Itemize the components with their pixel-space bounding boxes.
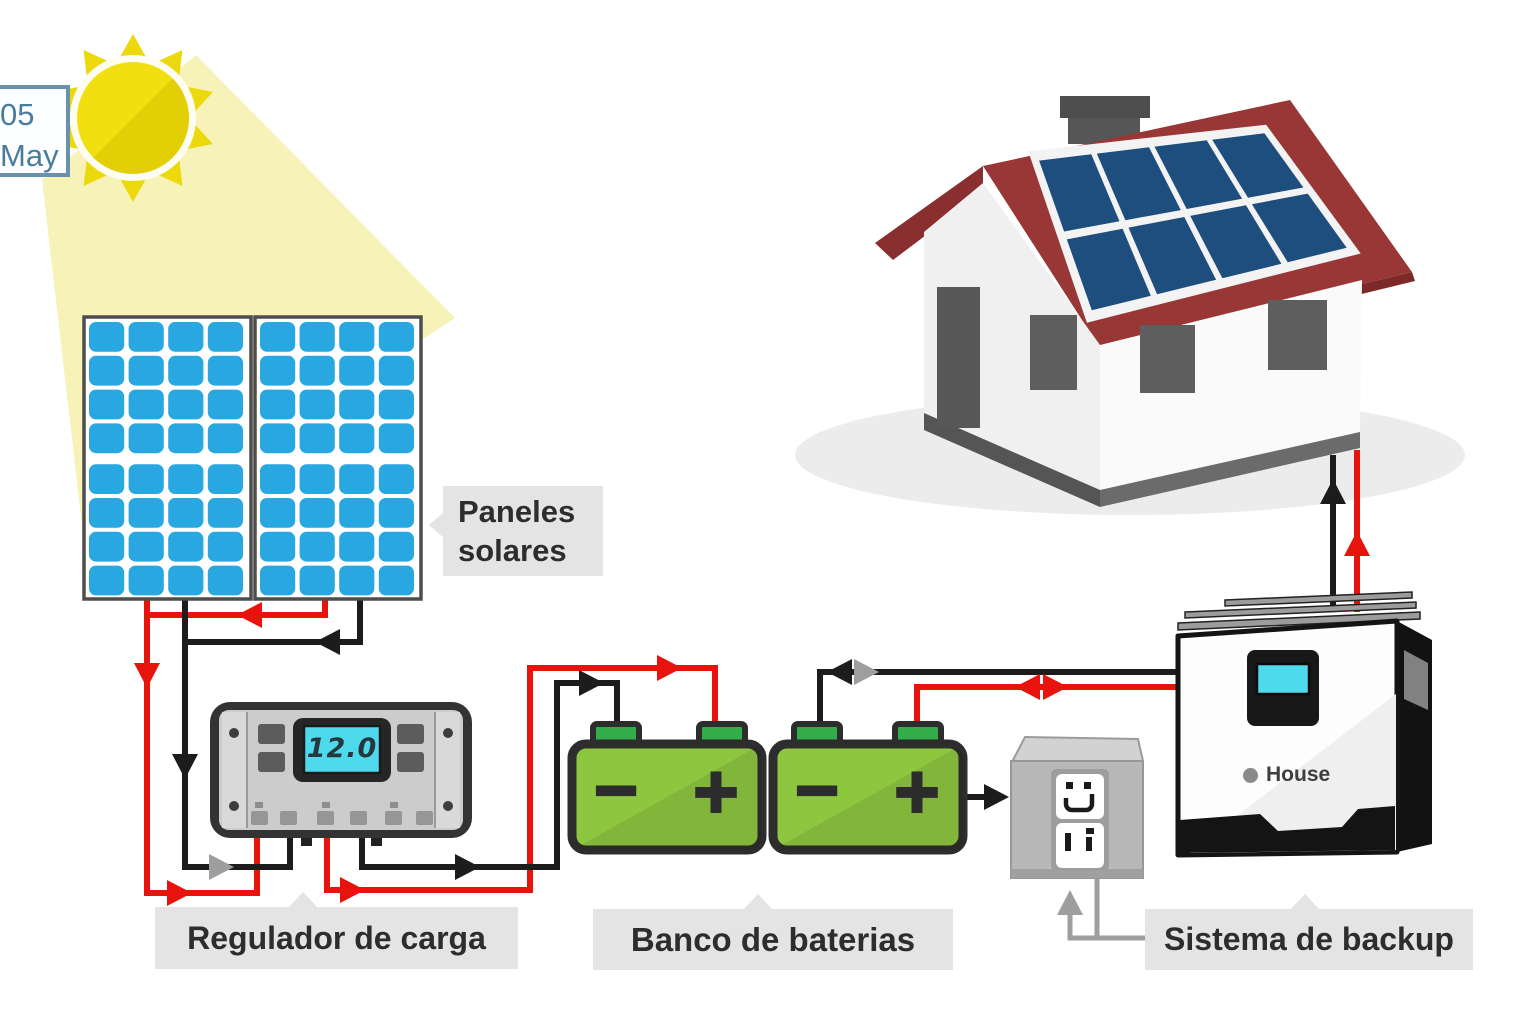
callout-battery-bank: Banco de baterias — [593, 894, 953, 970]
arrowhead-icon — [1043, 674, 1068, 700]
battery-body — [567, 739, 767, 855]
arrowhead-icon — [167, 880, 192, 906]
window-icon — [1030, 315, 1077, 390]
battery-plus-icon: + — [890, 754, 944, 828]
arrowhead-icon — [1015, 674, 1040, 700]
date-day: 05 — [0, 97, 35, 132]
callout-pointer — [288, 892, 318, 908]
house-illustration — [795, 96, 1465, 515]
inverter-device-label: House — [1243, 763, 1330, 787]
battery-plus-icon: + — [689, 754, 743, 828]
screw-icon — [443, 728, 453, 738]
inverter-side — [1397, 621, 1432, 852]
lcd-screen — [302, 724, 382, 775]
door-icon — [937, 287, 980, 428]
flow-arrows — [134, 479, 1370, 915]
pv1-negative-wire — [182, 600, 293, 870]
arrowhead-icon — [209, 854, 234, 880]
socket — [1056, 823, 1104, 868]
arrowhead-icon — [1057, 890, 1083, 915]
callout-charge-regulator: Regulador de carga — [155, 892, 518, 969]
pv1-positive-wire — [144, 600, 260, 896]
arrowhead-icon — [827, 659, 852, 685]
arrowhead-icon — [455, 854, 480, 880]
power-outlet — [1010, 735, 1145, 879]
solar-panel-array — [82, 315, 423, 601]
roof-gable-band — [875, 166, 983, 260]
callout-text: Regulador de carga — [187, 919, 486, 956]
regulator-button — [397, 724, 424, 744]
window-icon — [1140, 325, 1195, 393]
callout-text: Sistema de backup — [1164, 921, 1454, 957]
callout-solar-panels: Paneles solares — [429, 486, 603, 576]
battery-inverter-negative-wire — [817, 669, 1178, 740]
foundation-left — [924, 413, 1100, 507]
battery-1 — [567, 721, 767, 855]
arrowhead-icon — [172, 754, 198, 779]
callout-pointer — [743, 894, 773, 910]
arrowhead-icon — [315, 629, 340, 655]
regulator-button — [258, 752, 285, 772]
roof-solar-panels — [1028, 124, 1361, 323]
charge-regulator-device — [210, 702, 472, 846]
pv2-negative-wire — [188, 600, 363, 645]
callout-pointer — [1290, 894, 1320, 910]
arrowhead-icon — [657, 655, 682, 681]
arrowhead-icon — [579, 670, 604, 696]
arrowhead-icon — [1344, 531, 1370, 556]
arrowhead-icon — [340, 877, 365, 903]
date-month: May — [0, 137, 59, 173]
callout-pointer — [429, 512, 444, 538]
battery-minus-icon: − — [590, 753, 643, 825]
battery-body — [768, 739, 968, 855]
inverter-display-screen — [1255, 662, 1311, 696]
inverter-label-text: House — [1266, 763, 1331, 786]
foundation-right — [1100, 432, 1360, 507]
inverter-device — [1175, 591, 1432, 858]
outlet-ground-wire — [1094, 877, 1147, 941]
power-indicator-icon — [1243, 767, 1258, 783]
solar-panel-cells — [260, 322, 414, 596]
regulator-button — [258, 724, 285, 744]
pv2-positive-wire — [150, 600, 328, 618]
outlet-top-face — [1010, 735, 1145, 764]
regulator-lcd-value: 12.0 — [306, 733, 378, 764]
screw-icon — [229, 801, 239, 811]
window-icon — [1268, 300, 1327, 370]
arrowhead-icon — [134, 663, 160, 688]
battery-minus-icon: − — [791, 753, 844, 825]
battery-2 — [768, 721, 968, 855]
callout-backup-system: Sistema de backup — [1145, 894, 1473, 970]
callout-text: Banco de baterias — [630, 920, 916, 958]
date-badge: 05 May — [0, 85, 70, 177]
inverter-bottom-band — [1180, 806, 1395, 853]
regulator-button — [397, 752, 424, 772]
regulator-battery-positive-wire — [324, 665, 718, 893]
arrowhead-icon — [237, 602, 262, 628]
solar-panel-cells — [89, 322, 243, 596]
terminal-row — [251, 802, 433, 825]
regulator-battery-negative-wire — [359, 680, 620, 870]
arrowhead-icon — [854, 659, 879, 685]
callout-text: Paneles solares — [458, 493, 576, 568]
screw-icon — [229, 728, 239, 738]
sun-icon — [53, 34, 213, 202]
arrowhead-icon — [1320, 479, 1346, 504]
arrowhead-icon — [984, 784, 1009, 810]
screw-icon — [443, 801, 453, 811]
inverter-vent — [1404, 650, 1428, 710]
